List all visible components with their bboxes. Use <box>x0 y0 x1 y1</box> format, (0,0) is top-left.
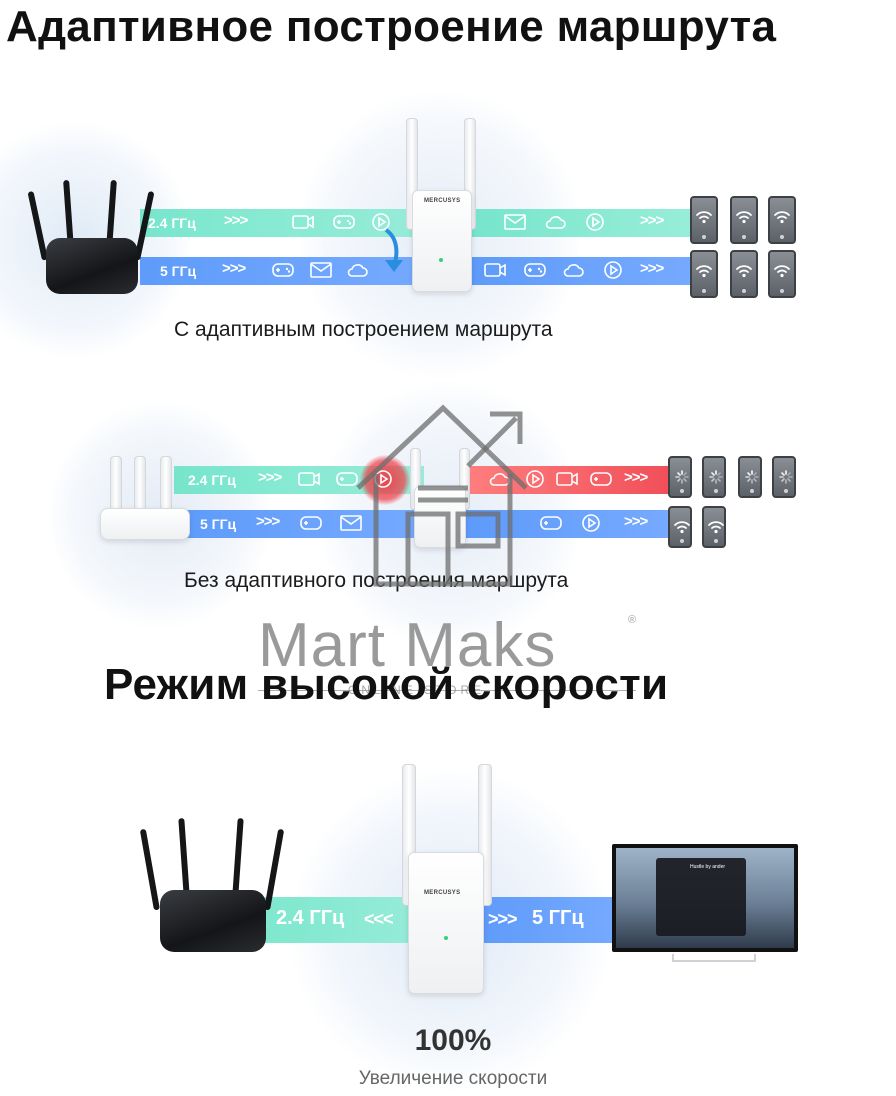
chevrons-icon: >>> <box>224 212 248 229</box>
mail-icon <box>310 261 332 279</box>
play-icon <box>372 470 394 488</box>
band-label-24: 2.4 ГГц <box>148 215 196 231</box>
band-label-5: 5 ГГц <box>532 907 584 929</box>
band-5-wide <box>472 897 614 943</box>
cloud-icon <box>346 261 368 279</box>
chevrons-icon: >>> <box>258 469 282 486</box>
gamepad-icon <box>333 213 355 231</box>
phone-wifi-icon <box>690 250 718 298</box>
watermark-registered: ® <box>628 614 637 626</box>
tv-icon: Hustle by ander <box>612 844 800 968</box>
play-icon <box>580 514 602 532</box>
cloud-icon <box>488 470 510 488</box>
chevrons-icon: >>> <box>640 212 664 229</box>
chevrons-icon: >>> <box>222 260 246 277</box>
gamepad-icon <box>524 261 546 279</box>
extender-icon: MERCUSYS <box>396 764 496 996</box>
phone-loading-icon <box>702 456 726 498</box>
caption-without-adaptive: Без адаптивного построения маршрута <box>184 569 569 592</box>
cloud-icon <box>544 213 566 231</box>
mail-icon <box>340 514 362 532</box>
gamepad-icon <box>336 470 358 488</box>
gamepad-icon <box>540 514 562 532</box>
chevrons-left-icon: <<< <box>364 909 394 929</box>
extender-icon: MERCUSYS <box>400 118 480 294</box>
gamepad-icon <box>300 514 322 532</box>
play-icon <box>602 261 624 279</box>
chevrons-icon: >>> <box>624 469 648 486</box>
band-label-24: 2.4 ГГц <box>188 472 236 488</box>
route-switch-arrow-icon <box>384 228 403 272</box>
extender-brand: MERCUSYS <box>424 890 461 896</box>
phone-loading-icon <box>668 456 692 498</box>
speed-increase-caption: Увеличение скорости <box>358 1068 548 1089</box>
video-icon <box>298 470 320 488</box>
chevrons-icon: >>> <box>624 513 648 530</box>
phone-loading-icon <box>738 456 762 498</box>
extender-icon <box>404 448 474 548</box>
caption-with-adaptive: С адаптивным построением маршрута <box>174 318 553 341</box>
mail-icon <box>504 213 526 231</box>
band-5-right <box>470 257 690 285</box>
phone-wifi-icon <box>668 506 692 548</box>
chevrons-icon: >>> <box>488 909 518 929</box>
router-icon <box>100 456 190 540</box>
phone-wifi-icon <box>768 250 796 298</box>
video-icon <box>556 470 578 488</box>
phone-wifi-icon <box>730 250 758 298</box>
video-icon <box>484 261 506 279</box>
gamepad-icon <box>590 470 612 488</box>
play-icon <box>584 213 606 231</box>
speed-increase-value: 100% <box>414 1024 492 1057</box>
section-title-high-speed: Режим высокой скорости <box>104 660 669 709</box>
tv-screen-title: Hustle by ander <box>690 864 726 870</box>
band-24-right <box>470 209 690 237</box>
play-icon <box>370 213 392 231</box>
band-label-24: 2.4 ГГц <box>276 907 345 929</box>
band-24-left <box>140 209 412 237</box>
band-label-5: 5 ГГц <box>160 263 197 279</box>
chevrons-icon: >>> <box>256 513 280 530</box>
phone-wifi-icon <box>768 196 796 244</box>
router-icon <box>139 816 285 956</box>
phone-wifi-icon <box>702 506 726 548</box>
band-label-5: 5 ГГц <box>200 516 237 532</box>
phone-loading-icon <box>772 456 796 498</box>
chevrons-icon: >>> <box>640 260 664 277</box>
router-icon <box>27 179 155 300</box>
gamepad-icon <box>272 261 294 279</box>
cloud-icon <box>562 261 584 279</box>
phone-wifi-icon <box>730 196 758 244</box>
phone-wifi-icon <box>690 196 718 244</box>
extender-brand: MERCUSYS <box>424 198 461 204</box>
play-icon <box>524 470 546 488</box>
page-title-adaptive-routing: Адаптивное построение маршрута <box>6 2 777 51</box>
video-icon <box>292 213 314 231</box>
